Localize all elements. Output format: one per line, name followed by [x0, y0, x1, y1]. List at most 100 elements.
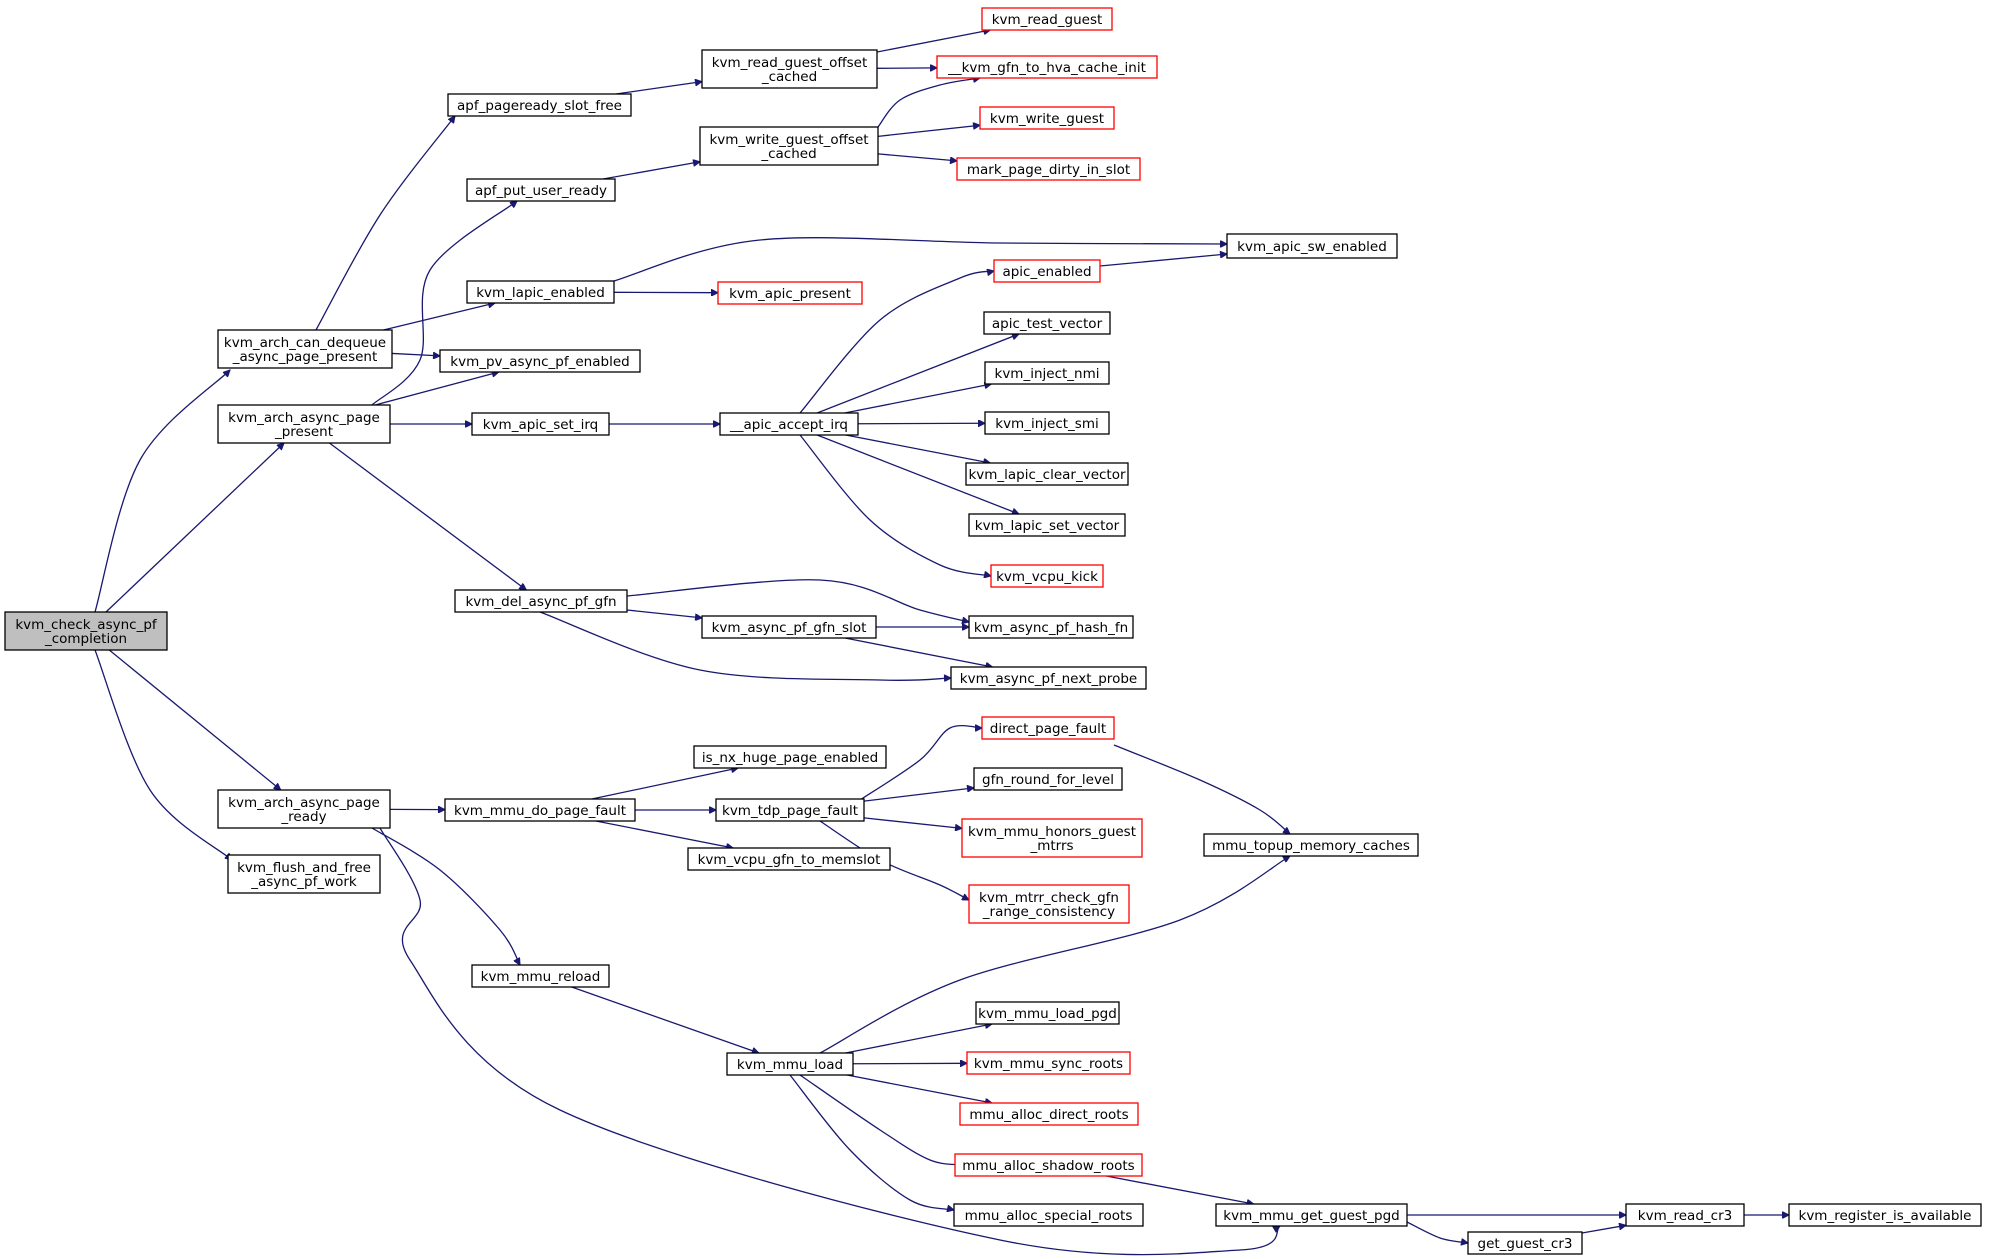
node-box[interactable] — [1226, 233, 1398, 259]
node-kvm-vcpu-kick[interactable]: kvm_vcpu_kick — [990, 564, 1104, 588]
node-kvm-lapic-set-vector[interactable]: kvm_lapic_set_vector — [968, 513, 1126, 537]
node-kvm-arch-async-page-ready[interactable]: kvm_arch_async_page_ready — [217, 789, 391, 829]
node-kvm-arch-async-page-present[interactable]: kvm_arch_async_page_present — [217, 404, 391, 444]
node-box[interactable] — [1788, 1203, 1982, 1227]
node-apic-test-vector[interactable]: apic_test_vector — [983, 311, 1111, 335]
node-kvm-read-guest-offset-cached[interactable]: kvm_read_guest_offset_cached — [701, 49, 878, 89]
node-apic-enabled[interactable]: apic_enabled — [993, 259, 1101, 283]
node-box[interactable] — [454, 589, 628, 613]
node-box[interactable] — [1467, 1231, 1583, 1255]
node-box[interactable] — [968, 513, 1126, 537]
node-kvm-apic-present[interactable]: kvm_apic_present — [717, 281, 863, 305]
node-box[interactable] — [1215, 1203, 1408, 1227]
node-box[interactable] — [993, 259, 1101, 283]
node-kvm-mmu-reload[interactable]: kvm_mmu_reload — [471, 964, 610, 988]
node-box[interactable] — [227, 854, 381, 894]
node-get-guest-cr3[interactable]: get_guest_cr3 — [1467, 1231, 1583, 1255]
node-box[interactable] — [981, 7, 1113, 31]
node-box[interactable] — [968, 615, 1134, 639]
node-gfn-round-for-level[interactable]: gfn_round_for_level — [973, 767, 1123, 791]
node-kvm-register-is-available[interactable]: kvm_register_is_available — [1788, 1203, 1982, 1227]
node-kvm-arch-can-dequeue-async-page-present[interactable]: kvm_arch_can_dequeue_async_page_present — [217, 329, 393, 369]
node-box[interactable] — [217, 789, 391, 829]
node-box[interactable] — [466, 178, 616, 202]
node-box[interactable] — [936, 55, 1158, 79]
node-box[interactable] — [687, 847, 891, 871]
node-kvm-mtrr-check-gfn-range-consistency[interactable]: kvm_mtrr_check_gfn_range_consistency — [968, 884, 1130, 924]
node-box[interactable] — [719, 412, 859, 436]
node-box[interactable] — [984, 361, 1110, 385]
node-kvm-async-pf-next-probe[interactable]: kvm_async_pf_next_probe — [950, 666, 1147, 690]
node-kvm-flush-and-free-async-pf-work[interactable]: kvm_flush_and_free_async_pf_work — [227, 854, 381, 894]
node-kvm-mmu-get-guest-pgd[interactable]: kvm_mmu_get_guest_pgd — [1215, 1203, 1408, 1227]
node-box[interactable] — [973, 767, 1123, 791]
node-box[interactable] — [447, 93, 632, 117]
node-box[interactable] — [466, 280, 615, 304]
node-box[interactable] — [959, 1102, 1139, 1126]
node-is-nx-huge-page-enabled[interactable]: is_nx_huge_page_enabled — [693, 745, 887, 769]
node-kvm-mmu-honors-guest-mtrrs[interactable]: kvm_mmu_honors_guest_mtrrs — [961, 818, 1143, 858]
node-mmu-alloc-shadow-roots[interactable]: mmu_alloc_shadow_roots — [954, 1153, 1143, 1177]
node-box[interactable] — [954, 1153, 1143, 1177]
node-mark-page-dirty-in-slot[interactable]: mark_page_dirty_in_slot — [956, 157, 1141, 181]
node-kvm-write-guest[interactable]: kvm_write_guest — [979, 106, 1115, 130]
node-kvm-read-guest[interactable]: kvm_read_guest — [981, 7, 1113, 31]
node-box[interactable] — [984, 411, 1110, 435]
node-box[interactable] — [966, 1051, 1131, 1075]
node-apf-put-user-ready[interactable]: apf_put_user_ready — [466, 178, 616, 202]
node-kvm-async-pf-hash-fn[interactable]: kvm_async_pf_hash_fn — [968, 615, 1134, 639]
node-box[interactable] — [444, 798, 636, 822]
node-kvm-check-async-pf-completion[interactable]: kvm_check_async_pf_completion — [4, 611, 168, 651]
node-box[interactable] — [4, 611, 168, 651]
node-kvm-tdp-page-fault[interactable]: kvm_tdp_page_fault — [715, 798, 865, 822]
node-box[interactable] — [975, 1001, 1120, 1025]
node-mmu-topup-memory-caches[interactable]: mmu_topup_memory_caches — [1203, 833, 1419, 857]
node-box[interactable] — [471, 412, 610, 436]
node-kvm-write-guest-offset-cached[interactable]: kvm_write_guest_offset_cached — [699, 126, 879, 166]
node-box[interactable] — [981, 716, 1115, 740]
node-box[interactable] — [217, 329, 393, 369]
node-box[interactable] — [726, 1052, 854, 1076]
node-box[interactable] — [956, 157, 1141, 181]
node-kvm-apic-set-irq[interactable]: kvm_apic_set_irq — [471, 412, 610, 436]
node-apic-accept-irq[interactable]: __apic_accept_irq — [719, 412, 859, 436]
node-kvm-gfn-to-hva-cache-init[interactable]: __kvm_gfn_to_hva_cache_init — [936, 55, 1158, 79]
node-kvm-apic-sw-enabled[interactable]: kvm_apic_sw_enabled — [1226, 233, 1398, 259]
node-box[interactable] — [950, 666, 1147, 690]
node-mmu-alloc-special-roots[interactable]: mmu_alloc_special_roots — [953, 1203, 1144, 1227]
node-kvm-vcpu-gfn-to-memslot[interactable]: kvm_vcpu_gfn_to_memslot — [687, 847, 891, 871]
node-mmu-alloc-direct-roots[interactable]: mmu_alloc_direct_roots — [959, 1102, 1139, 1126]
node-box[interactable] — [968, 884, 1130, 924]
node-box[interactable] — [961, 818, 1143, 858]
node-box[interactable] — [699, 126, 879, 166]
node-box[interactable] — [965, 462, 1129, 486]
node-kvm-mmu-load[interactable]: kvm_mmu_load — [726, 1052, 854, 1076]
node-box[interactable] — [471, 964, 610, 988]
node-box[interactable] — [701, 49, 878, 89]
node-box[interactable] — [953, 1203, 1144, 1227]
node-box[interactable] — [979, 106, 1115, 130]
node-kvm-mmu-load-pgd[interactable]: kvm_mmu_load_pgd — [975, 1001, 1120, 1025]
node-kvm-pv-async-pf-enabled[interactable]: kvm_pv_async_pf_enabled — [439, 349, 641, 373]
node-box[interactable] — [701, 615, 877, 639]
node-kvm-mmu-sync-roots[interactable]: kvm_mmu_sync_roots — [966, 1051, 1131, 1075]
node-box[interactable] — [439, 349, 641, 373]
node-box[interactable] — [983, 311, 1111, 335]
node-box[interactable] — [715, 798, 865, 822]
node-kvm-lapic-enabled[interactable]: kvm_lapic_enabled — [466, 280, 615, 304]
node-kvm-async-pf-gfn-slot[interactable]: kvm_async_pf_gfn_slot — [701, 615, 877, 639]
node-kvm-inject-nmi[interactable]: kvm_inject_nmi — [984, 361, 1110, 385]
node-kvm-inject-smi[interactable]: kvm_inject_smi — [984, 411, 1110, 435]
node-box[interactable] — [693, 745, 887, 769]
node-kvm-read-cr3[interactable]: kvm_read_cr3 — [1625, 1203, 1745, 1227]
node-box[interactable] — [217, 404, 391, 444]
node-box[interactable] — [1625, 1203, 1745, 1227]
node-kvm-mmu-do-page-fault[interactable]: kvm_mmu_do_page_fault — [444, 798, 636, 822]
node-apf-pageready-slot-free[interactable]: apf_pageready_slot_free — [447, 93, 632, 117]
node-box[interactable] — [717, 281, 863, 305]
node-kvm-del-async-pf-gfn[interactable]: kvm_del_async_pf_gfn — [454, 589, 628, 613]
node-kvm-lapic-clear-vector[interactable]: kvm_lapic_clear_vector — [965, 462, 1129, 486]
node-box[interactable] — [990, 564, 1104, 588]
node-direct-page-fault[interactable]: direct_page_fault — [981, 716, 1115, 740]
node-box[interactable] — [1203, 833, 1419, 857]
